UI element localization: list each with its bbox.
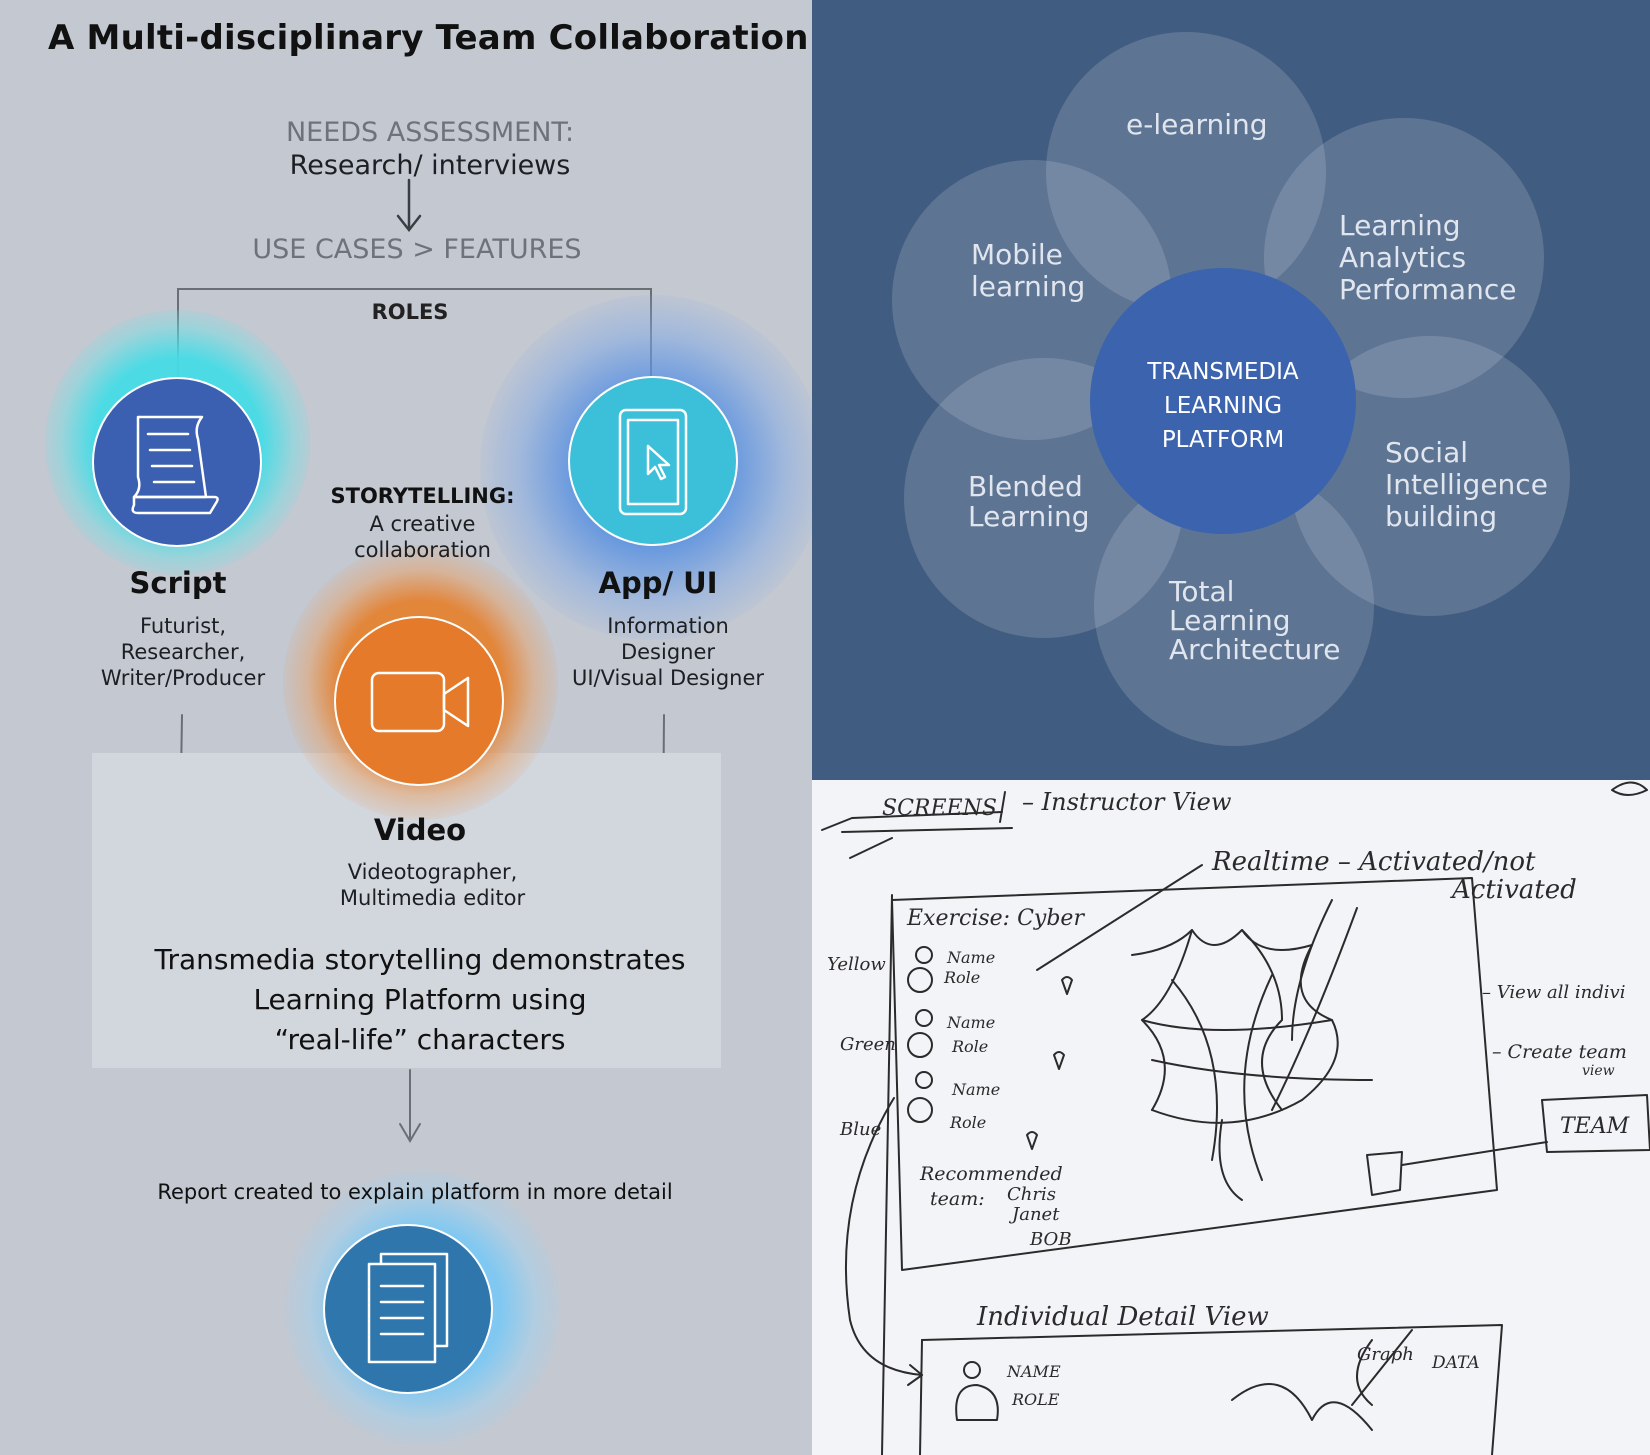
petal-label-line: Social [1385,436,1469,469]
app-desc-line: Designer [620,640,716,664]
petal-label-line: Mobile [971,238,1063,271]
app-desc-line: Information [607,614,729,638]
sketch-create-team-label: – Create team [1492,1041,1627,1063]
sketch-individual-view-label: Individual Detail View [976,1302,1269,1332]
sketch-recommended-name: Janet [1008,1204,1060,1225]
sketch-recommended-name: Chris [1007,1184,1056,1205]
transmedia-description: Transmedia storytelling demonstrates Lea… [110,940,730,1060]
petal-elearning [1046,32,1326,312]
sketch-team-yellow: Yellow [827,954,886,975]
report-circle [323,1224,493,1394]
transmedia-line: “real-life” characters [274,1023,566,1056]
tablet-cursor-icon [618,408,688,516]
script-scroll-icon [131,415,219,515]
petal-label-blended: Blended Learning [968,472,1090,532]
script-role-circle [92,377,262,547]
sketch-screens-label: SCREENS [882,796,997,821]
petal-label-elearning: e-learning [1126,109,1268,141]
script-desc-line: Writer/Producer [100,666,266,690]
storytelling-desc-line: collaboration [354,538,491,562]
roles-label: ROLES [371,300,449,324]
video-role-circle [334,616,504,786]
script-role-name: Script [129,566,227,600]
sketch-activated-label: Activated [1450,875,1577,905]
center-label-line: PLATFORM [1161,427,1285,453]
transmedia-line: Learning Platform using [253,983,587,1016]
sketch-detail-role: ROLE [1011,1390,1060,1409]
app-ui-role-circle [568,376,738,546]
storytelling-title: STORYTELLING: [330,484,515,508]
sketch-team-box-label: TEAM [1560,1114,1630,1139]
sketch-detail-name: NAME [1006,1362,1061,1381]
sketch-member-name: Name [946,948,995,967]
sketch-member-role: Role [943,968,980,987]
sketch-member-name: Name [946,1013,995,1032]
team-collaboration-panel: A Multi-disciplinary Team Collaboration … [0,0,812,1455]
video-camera-icon [370,671,470,733]
platform-center-label: TRANSMEDIA LEARNING PLATFORM [1090,355,1356,457]
sketch-data-label: DATA [1431,1353,1480,1373]
platform-center-circle [1090,268,1356,534]
sketch-create-team-view-label: view [1582,1063,1615,1079]
sketch-view-all-label: – View all indivi [1482,982,1625,1003]
storytelling-desc-line: A creative [369,512,476,536]
video-desc-line: Multimedia editor [339,886,526,910]
sketch-recommended-label: Recommended [919,1163,1063,1185]
documents-icon [367,1252,449,1364]
learning-platform-diagram: TRANSMEDIA LEARNING PLATFORM e-learning … [812,0,1650,780]
instructor-view-sketch: SCREENS – Instructor View Realtime – Act… [812,780,1650,1455]
petal-label-line: e-learning [1126,108,1268,141]
petal-label-line: Analytics [1339,241,1467,274]
video-desc-line: Videotographer, [347,860,518,884]
petal-label-line: learning [971,270,1086,303]
petal-label-analytics: Learning Analytics Performance [1339,210,1516,306]
video-role-desc: Videotographer, Multimedia editor [300,859,565,911]
petal-label-architecture: Total Learning Architecture [1169,577,1340,664]
app-ui-role-desc: Information Designer UI/Visual Designer [548,613,788,691]
app-ui-role-name: App/ UI [598,566,718,600]
sketch-realtime-label: Realtime – Activated/not [1211,847,1536,877]
petal-label-line: Learning [1169,604,1291,637]
needs-assessment-label: NEEDS ASSESSMENT: [285,117,575,148]
use-cases-features-label: USE CASES > FEATURES [252,234,582,265]
petal-label-mobile: Mobile learning [971,239,1085,303]
center-label-line: LEARNING [1163,393,1283,419]
script-role-desc: Futurist, Researcher, Writer/Producer [68,613,298,691]
center-label-line: TRANSMEDIA [1147,359,1299,385]
petal-label-line: Blended [968,470,1083,503]
petal-label-line: Learning [968,500,1090,533]
sketch-instructor-view-label: – Instructor View [1022,788,1232,816]
sketch-member-role: Role [951,1037,988,1056]
petal-label-line: Architecture [1169,633,1341,666]
storytelling-desc: A creative collaboration [320,511,525,563]
script-desc-line: Researcher, [120,640,246,664]
petal-label-social: Social Intelligence building [1385,437,1548,533]
video-role-name: Video [373,813,467,847]
app-desc-line: UI/Visual Designer [571,666,765,690]
sketch-member-name: Name [951,1080,1000,1099]
sketch-team-blue: Blue [839,1119,881,1140]
sketch-recommended-team-label: team: [930,1188,985,1210]
sketch-team-green: Green [840,1034,896,1055]
petal-label-line: building [1385,500,1498,533]
research-interviews-label: Research/ interviews [289,150,571,181]
petal-label-line: Performance [1339,273,1517,306]
transmedia-line: Transmedia storytelling demonstrates [154,943,686,976]
sketch-recommended-name: BOB [1029,1229,1072,1250]
sketch-member-role: Role [949,1113,986,1132]
sketch-graph-label: Graph [1357,1344,1414,1365]
sketch-exercise-label: Exercise: Cyber [906,906,1085,931]
petal-label-line: Total [1169,575,1235,608]
page-title: A Multi-disciplinary Team Collaboration [48,18,809,58]
report-description: Report created to explain platform in mo… [157,1180,673,1204]
script-desc-line: Futurist, [139,614,227,638]
wireframe-sketch: SCREENS – Instructor View Realtime – Act… [821,781,1650,1455]
petal-label-line: Learning [1339,209,1461,242]
petal-label-line: Intelligence [1385,468,1548,501]
